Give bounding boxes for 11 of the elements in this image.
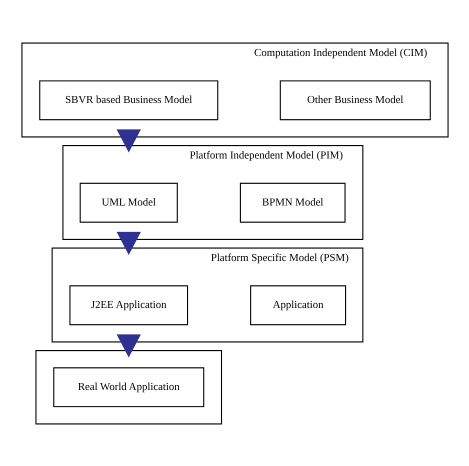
node-box: Real World Application — [52, 366, 204, 407]
arrow — [116, 128, 140, 152]
cluster — [34, 350, 222, 424]
node-box: Application — [250, 284, 346, 325]
arrow — [116, 334, 140, 357]
node-box: Other Business Model — [279, 80, 430, 120]
node-box: UML Model — [79, 182, 178, 222]
arrow — [116, 231, 140, 255]
node-box: BPMN Model — [239, 182, 346, 222]
node-box: J2EE Application — [68, 284, 188, 325]
node-box: SBVR based Business Model — [38, 80, 218, 120]
